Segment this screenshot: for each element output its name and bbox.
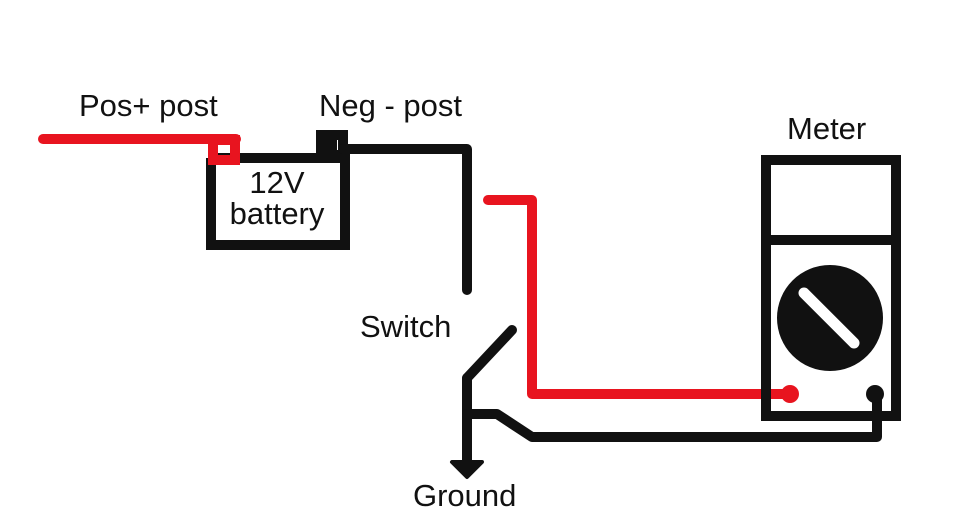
ground-symbol	[450, 460, 484, 479]
black-ground-wire	[462, 389, 882, 442]
pos-post-label: Pos+ post	[79, 88, 218, 123]
meter-red-probe-terminal	[781, 385, 799, 403]
meter	[761, 155, 901, 421]
negative-wire	[338, 144, 472, 295]
meter-label: Meter	[787, 111, 866, 146]
battery-label-line1: 12V	[249, 165, 304, 200]
battery: 12V battery	[206, 130, 350, 250]
meter-black-probe-terminal	[866, 385, 884, 403]
switch-lever	[462, 325, 517, 383]
meter-dial-pointer	[798, 287, 860, 349]
red-probe-wire	[483, 195, 795, 399]
neg-post-label: Neg - post	[319, 88, 462, 123]
ground-label: Ground	[413, 478, 516, 513]
switch-label: Switch	[360, 309, 451, 344]
battery-label-line2: battery	[230, 196, 325, 231]
meter-body	[761, 155, 901, 421]
